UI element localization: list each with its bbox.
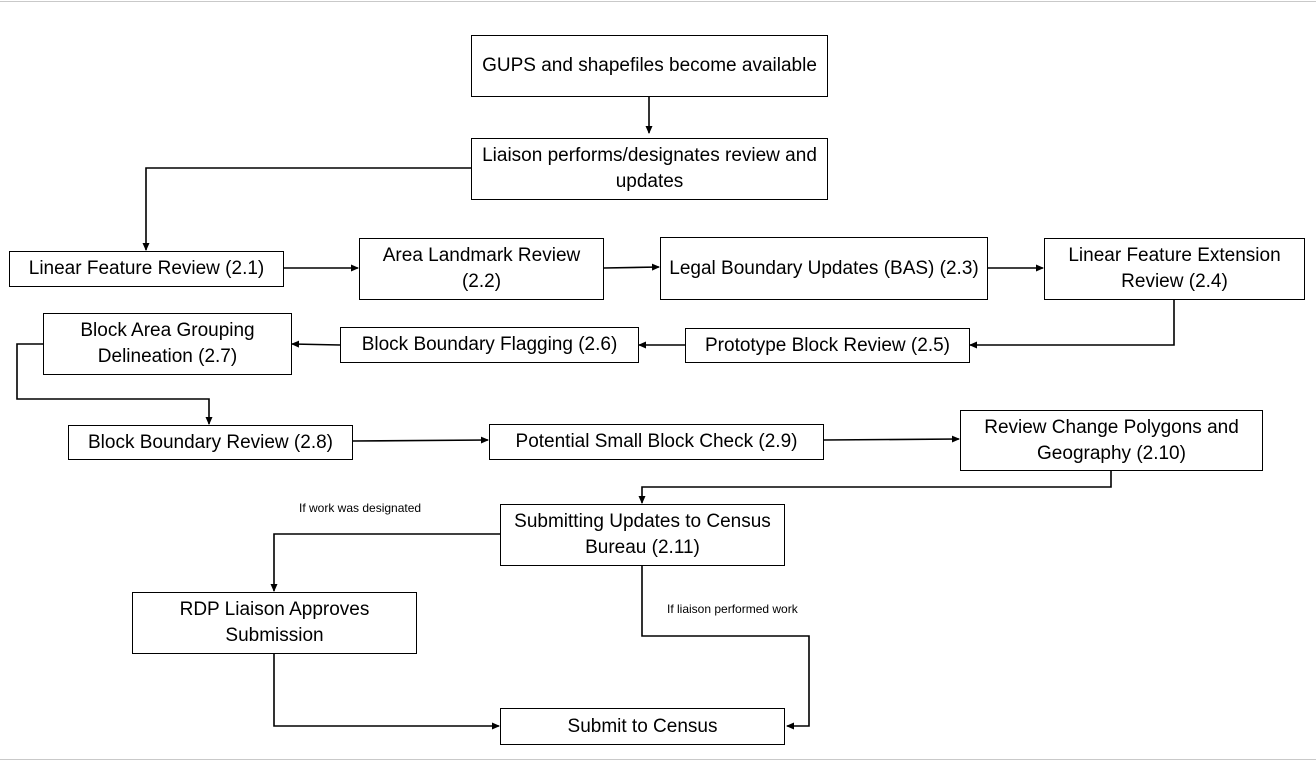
- label-liaison-performed: If liaison performed work: [667, 602, 798, 616]
- bottom-border: [0, 759, 1316, 760]
- node-gups-shapefiles: GUPS and shapefiles become available: [471, 35, 828, 97]
- node-submit-to-census: Submit to Census: [500, 708, 785, 745]
- node-submitting-updates: Submitting Updates to Census Bureau (2.1…: [500, 504, 785, 566]
- node-block-boundary-flagging: Block Boundary Flagging (2.6): [340, 327, 639, 363]
- connector-2-10-to-2-11: [638, 471, 1112, 504]
- node-small-block-check: Potential Small Block Check (2.9): [489, 424, 824, 460]
- node-review-change-polygons: Review Change Polygons and Geography (2.…: [960, 410, 1263, 471]
- connector-rdp-to-submit: [273, 654, 500, 730]
- node-block-boundary-review: Block Boundary Review (2.8): [68, 425, 353, 460]
- node-prototype-block-review: Prototype Block Review (2.5): [685, 328, 970, 363]
- connector-2-8-to-2-9: [352, 436, 489, 444]
- node-rdp-liaison-approves: RDP Liaison Approves Submission: [132, 592, 417, 654]
- connector-2-11-to-submit: [641, 566, 810, 730]
- node-area-landmark-review: Area Landmark Review (2.2): [359, 238, 604, 300]
- connector-2-11-to-rdp: [270, 533, 500, 592]
- node-block-area-grouping: Block Area Grouping Delineation (2.7): [43, 313, 292, 375]
- node-linear-feature-review: Linear Feature Review (2.1): [9, 251, 284, 287]
- top-border: [0, 1, 1316, 2]
- node-liaison-review: Liaison performs/designates review and u…: [471, 138, 828, 200]
- connector-2-7-to-2-8: [16, 343, 213, 425]
- connector-2-9-to-2-10: [823, 435, 960, 443]
- connector-2-4-to-2-5: [969, 299, 1175, 349]
- label-work-designated: If work was designated: [299, 501, 422, 515]
- connector-2-6-to-2-7: [291, 340, 341, 348]
- connector-2-2-to-2-3: [603, 263, 660, 271]
- connector-liaison-to-linear-feature: [142, 167, 471, 251]
- node-linear-feature-extension: Linear Feature Extension Review (2.4): [1044, 238, 1305, 300]
- node-legal-boundary-updates: Legal Boundary Updates (BAS) (2.3): [660, 237, 988, 300]
